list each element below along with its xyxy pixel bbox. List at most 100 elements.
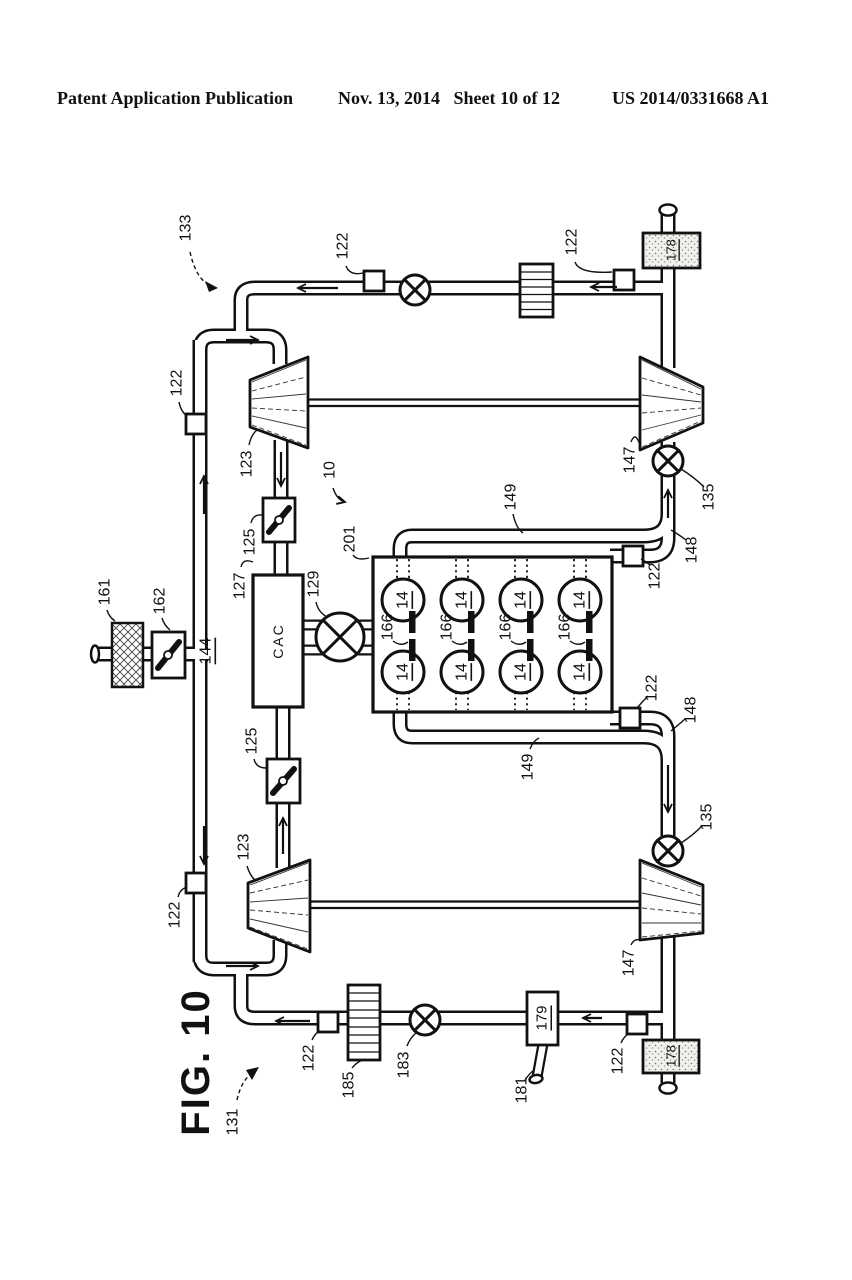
emission-device-bottom: 178 [641, 1038, 701, 1075]
ref-label: 166 [439, 614, 456, 641]
ref-122-egr-bottom-right: 122 [610, 1032, 631, 1074]
cylinder-label: 14 [395, 663, 412, 681]
ref-label: 161 [97, 579, 114, 606]
ref-label: 131 [225, 1109, 242, 1136]
ref-label: 133 [178, 215, 195, 242]
turbine-top [638, 355, 705, 452]
sensor-box [184, 412, 208, 436]
turbine-valve-bottom [651, 834, 685, 868]
exhaust-outlet-top [658, 203, 678, 217]
ref-label: 10 [322, 461, 339, 479]
emission-device-label: 178 [664, 239, 679, 261]
cac-label: CAC [270, 623, 286, 659]
ref-label: 147 [621, 950, 638, 977]
ref-122-block-top: 122 [640, 558, 664, 589]
ref-label: 166 [557, 614, 574, 641]
ref-148-bottom: 148 [670, 697, 700, 732]
egr-valve-top [398, 273, 432, 307]
ref-147-top: 147 [622, 436, 641, 473]
cylinder-label: 14 [572, 591, 589, 609]
ref-123-top: 123 [239, 429, 258, 478]
ref-149-bottom: 149 [520, 737, 540, 780]
ref-135-bottom: 135 [680, 804, 716, 844]
ref-129: 129 [306, 571, 328, 618]
ref-162: 162 [152, 588, 171, 631]
ref-label: 122 [644, 675, 661, 702]
ref-161: 161 [97, 579, 116, 622]
compressor-top [248, 355, 310, 450]
ref-133: 133 [178, 215, 218, 292]
ref-label: 122 [169, 370, 186, 397]
egr-valve-bottom [408, 1003, 442, 1037]
sensor-box [316, 1010, 340, 1034]
flow-arrows [199, 282, 673, 1026]
ref-122-top-1: 122 [335, 233, 364, 275]
sensor-box [184, 871, 208, 895]
ref-122-block-bottom: 122 [636, 675, 661, 709]
sensor-box [625, 1012, 649, 1036]
fuel-injectors [409, 611, 593, 661]
ref-201: 201 [342, 526, 370, 560]
ref-label: 122 [301, 1045, 318, 1072]
ref-label: 148 [684, 537, 701, 564]
cylinder-label: 14 [454, 591, 471, 609]
compressor-bottom [246, 858, 312, 954]
ref-label: 162 [152, 588, 169, 615]
sensor-box [621, 544, 645, 568]
header-right: US 2014/0331668 A1 [612, 88, 769, 108]
header-center: Nov. 13, 2014 Sheet 10 of 12 [338, 88, 560, 108]
ref-label: 166 [498, 614, 515, 641]
ref-122-left-top: 122 [169, 370, 188, 417]
exhaust-outlet-bottom [658, 1081, 678, 1095]
throttle-top [261, 496, 297, 544]
ref-label: 122 [167, 902, 184, 929]
ref-label: 183 [396, 1052, 413, 1079]
ref-label: 127 [232, 573, 249, 600]
turbine-bottom [638, 858, 705, 942]
ref-label: 123 [239, 451, 256, 478]
turbo-shaft-top [308, 398, 640, 408]
page-header: Patent Application Publication Nov. 13, … [57, 88, 769, 108]
intake-manifold-valve [314, 611, 366, 663]
turbine-valve-top [651, 444, 685, 478]
tailpipe-opening [528, 1073, 544, 1085]
ref-label: 135 [699, 804, 716, 831]
ref-131: 131 [225, 1067, 259, 1136]
engine-block: 14 14 14 14 14 14 14 14 [371, 555, 614, 714]
ref-149-top: 149 [503, 484, 524, 534]
emission-device-179: 179 [525, 990, 560, 1047]
figure-caption: FIG. 10 [174, 988, 218, 1135]
ref-label: 122 [564, 229, 581, 256]
ref-127: 127 [232, 560, 254, 600]
intake-throttle [150, 630, 187, 680]
turbo-shaft-bottom [310, 900, 640, 910]
ref-label: 129 [306, 571, 323, 598]
ref-144: 144 [198, 638, 215, 665]
sensor-box [362, 269, 386, 293]
ref-label: 149 [503, 484, 520, 511]
ref-label: 125 [242, 529, 259, 556]
ref-label: 123 [236, 834, 253, 861]
ref-135-top: 135 [680, 468, 718, 510]
ref-label: 185 [341, 1072, 358, 1099]
cylinder-label: 14 [454, 663, 471, 681]
ref-185: 185 [341, 1059, 363, 1099]
cylinder-label: 14 [395, 591, 412, 609]
throttle-bottom [265, 757, 302, 805]
ref-label: 166 [380, 614, 397, 641]
air-inlet-opening [89, 644, 101, 664]
ref-label: 144 [198, 638, 215, 665]
ref-label: 148 [683, 697, 700, 724]
ref-183: 183 [396, 1032, 417, 1079]
cylinders: 14 14 14 14 14 14 14 14 [380, 577, 603, 695]
egr-cooler-bottom [346, 983, 382, 1062]
ref-181: 181 [514, 1069, 535, 1103]
ref-label: 122 [335, 233, 352, 260]
charge-air-cooler: CAC [251, 573, 305, 709]
emission-device-top: 178 [641, 231, 702, 270]
sensor-box [612, 268, 636, 292]
ref-166-labels: 166 166 166 166 [380, 614, 586, 645]
ref-122-top-2: 122 [564, 229, 613, 273]
